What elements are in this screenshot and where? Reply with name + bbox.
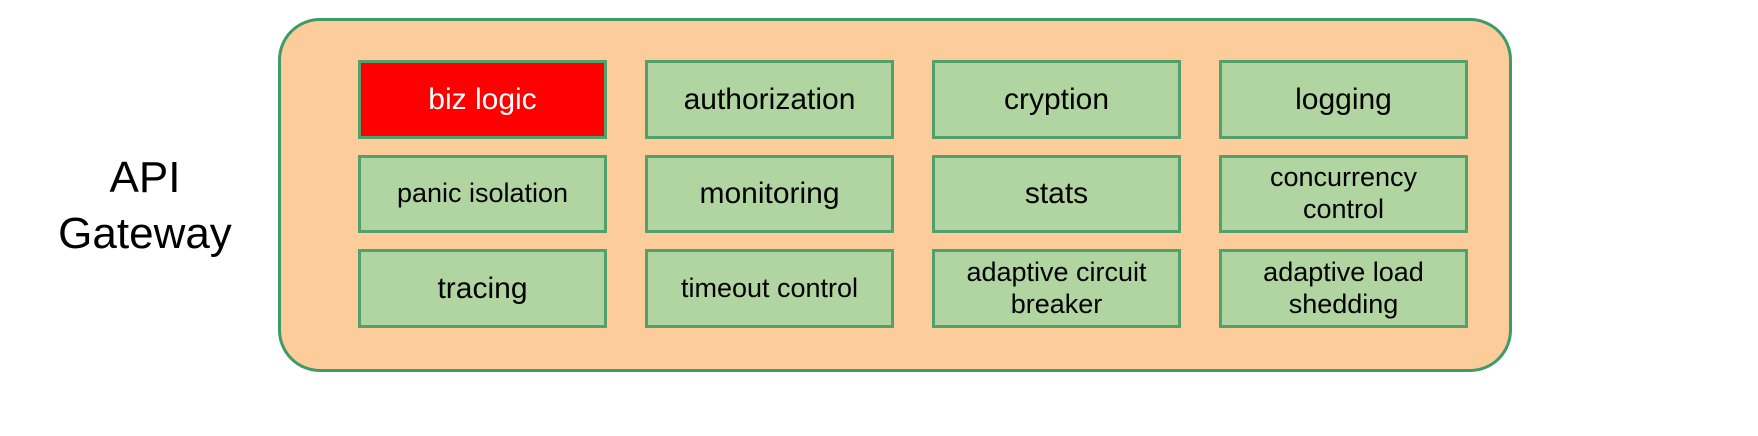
capability-label: stats — [1024, 177, 1089, 211]
capability-label: biz logic — [428, 82, 537, 116]
capability-label: monitoring — [699, 177, 840, 211]
capability-box-adaptive-circuit-breaker[interactable]: adaptive circuit breaker — [932, 249, 1181, 328]
capability-box-logging[interactable]: logging — [1219, 60, 1468, 139]
capability-box-tracing[interactable]: tracing — [358, 249, 607, 328]
capability-label: cryption — [1003, 82, 1110, 116]
capability-label: logging — [1295, 82, 1392, 116]
capability-label: authorization — [683, 82, 856, 116]
capability-label: adaptive load shedding — [1263, 256, 1424, 319]
capability-box-concurrency-control[interactable]: concurrency control — [1219, 154, 1468, 234]
capability-grid: biz logic authorization cryption logging… — [358, 60, 1468, 328]
capability-box-timeout-control[interactable]: timeout control — [645, 249, 894, 328]
capability-box-cryption[interactable]: cryption — [932, 60, 1181, 139]
capability-label: timeout control — [680, 272, 859, 303]
capability-box-stats[interactable]: stats — [932, 154, 1181, 234]
capability-box-adaptive-load-shedding[interactable]: adaptive load shedding — [1219, 249, 1468, 328]
api-gateway-label: API Gateway — [58, 153, 232, 259]
capability-label: adaptive circuit breaker — [966, 256, 1147, 319]
capability-box-monitoring[interactable]: monitoring — [645, 154, 894, 234]
capability-label: concurrency control — [1269, 162, 1418, 224]
capability-box-biz-logic[interactable]: biz logic — [358, 60, 607, 139]
capability-box-panic-isolation[interactable]: panic isolation — [358, 154, 607, 234]
capability-box-authorization[interactable]: authorization — [645, 60, 894, 139]
capability-label: tracing — [437, 271, 528, 305]
capability-label: panic isolation — [396, 178, 569, 209]
